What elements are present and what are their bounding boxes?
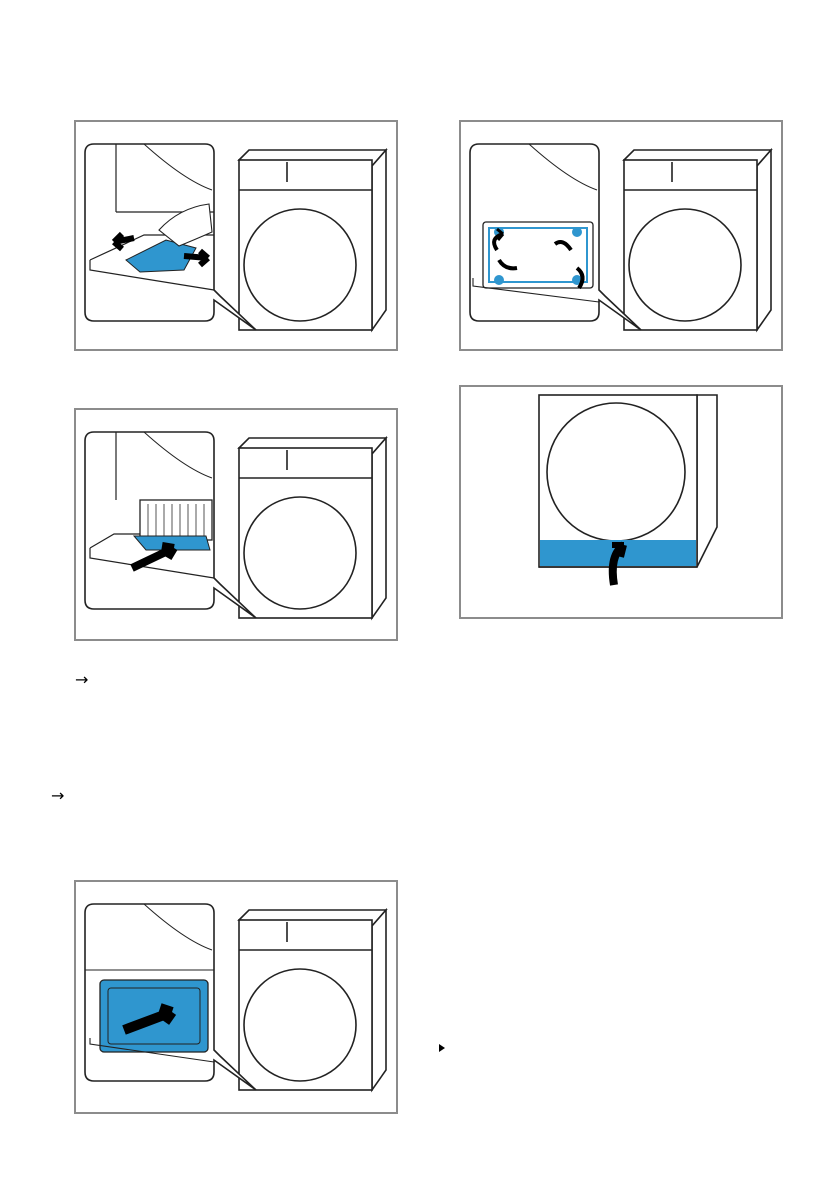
figure-fit-heat-exchanger-cover (74, 880, 398, 1114)
figure-remove-fluff-filter (74, 120, 398, 351)
figure-close-base-cover (459, 385, 783, 619)
arrow-icon: → (51, 788, 64, 804)
figure-unlock-filter-levers (459, 120, 783, 351)
arrow-icon: → (75, 672, 88, 688)
figure-insert-fluff-filter (74, 408, 398, 641)
bullet-triangle-icon (439, 1044, 445, 1052)
